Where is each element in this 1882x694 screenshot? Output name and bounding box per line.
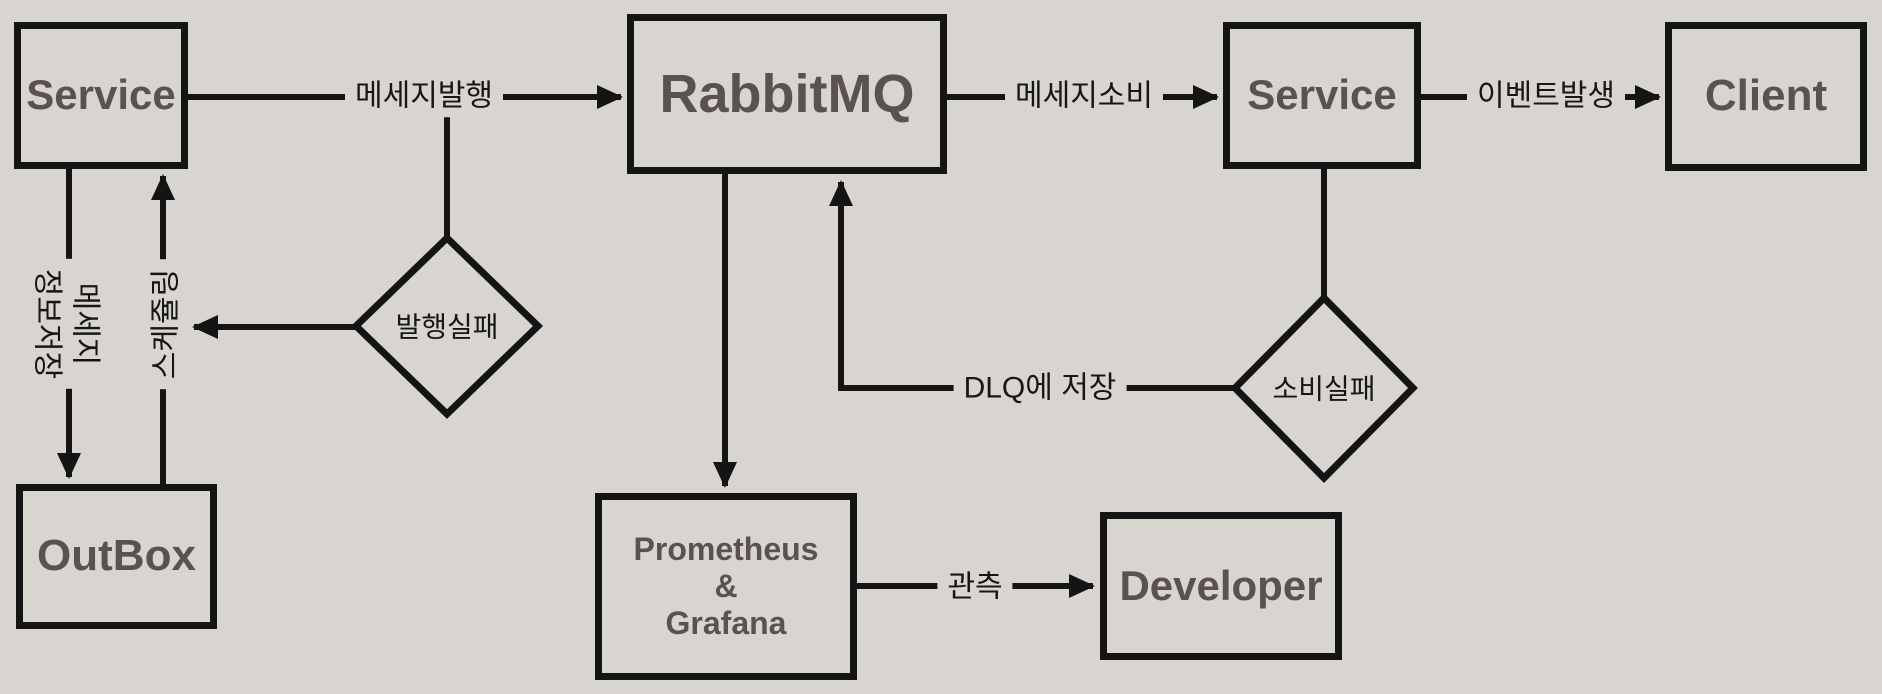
edge-label-consume: 메세지소비	[1005, 75, 1163, 117]
decision-publish-fail-shape	[350, 233, 544, 419]
edge-label-publish: 메세지발행	[345, 75, 503, 117]
node-developer-label: Developer	[1119, 561, 1323, 609]
edge-label-save-info: 메세지 정보저장	[26, 258, 106, 390]
node-service-left: Service	[14, 22, 188, 169]
node-service-right: Service	[1223, 22, 1421, 169]
node-prometheus-grafana: Prometheus & Grafana	[595, 493, 857, 680]
node-rabbitmq: RabbitMQ	[627, 14, 947, 174]
edge-label-observe: 관측	[937, 566, 1013, 608]
node-outbox: OutBox	[16, 484, 217, 629]
node-client: Client	[1665, 22, 1867, 171]
edge-dlq-line	[829, 180, 1235, 391]
edge-label-dlq: DLQ에 저장	[953, 367, 1127, 409]
node-service-right-label: Service	[1247, 71, 1397, 119]
node-developer: Developer	[1100, 512, 1342, 660]
node-prometheus-grafana-label: Prometheus & Grafana	[633, 531, 819, 641]
decision-consume-fail-shape	[1230, 293, 1418, 483]
node-rabbitmq-label: RabbitMQ	[659, 63, 915, 124]
edge-label-event: 이벤트발생	[1467, 75, 1625, 117]
node-client-label: Client	[1704, 71, 1828, 121]
edge-label-schedule: 스케쥴링	[145, 258, 187, 390]
decision-publish-fail-label: 발행실패	[395, 311, 499, 343]
node-outbox-label: OutBox	[37, 531, 196, 581]
node-service-left-label: Service	[26, 71, 176, 119]
decision-consume-fail-label: 소비실패	[1272, 373, 1376, 405]
